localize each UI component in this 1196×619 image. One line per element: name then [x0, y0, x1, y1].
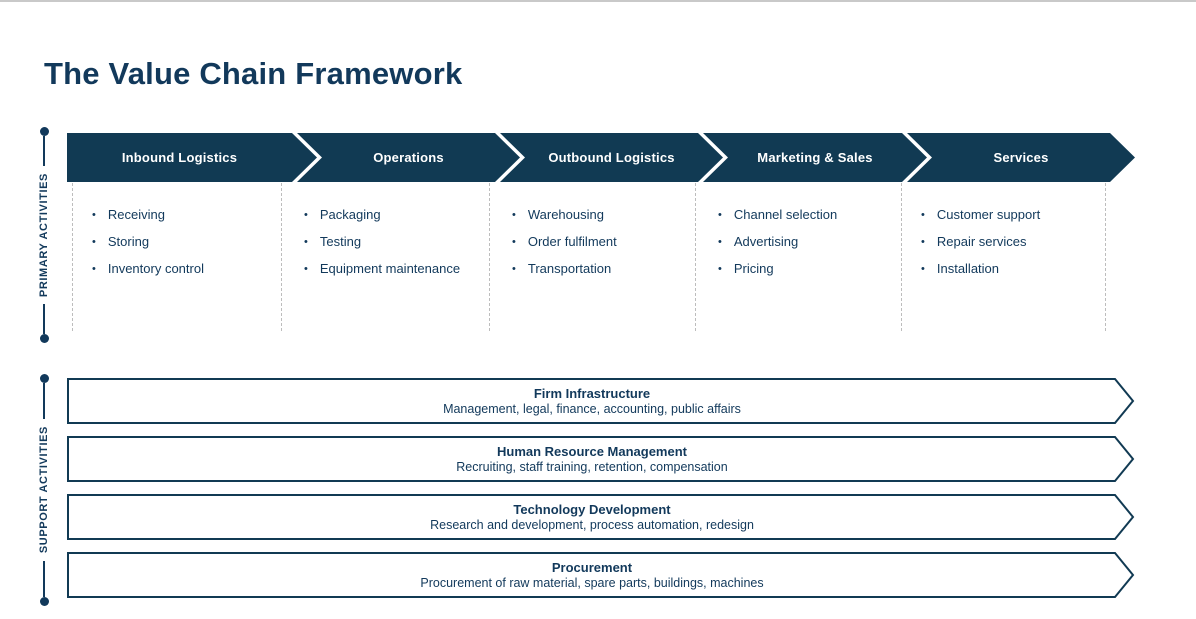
- list-item: Order fulfilment: [512, 234, 692, 261]
- bullet-icon: [92, 236, 96, 248]
- bullet-icon: [921, 209, 925, 221]
- list-item: Equipment maintenance: [304, 261, 489, 288]
- banner-title: Procurement: [551, 559, 633, 575]
- rail-dot-top: [39, 374, 49, 383]
- services-items: Customer support Repair services Install…: [921, 207, 1101, 288]
- list-item: Inventory control: [92, 261, 277, 288]
- window-top-edge: [0, 0, 1196, 2]
- banner-procurement: Procurement Procurement of raw material,…: [67, 552, 1135, 598]
- support-activities-rail-label: SUPPORT ACTIVITIES: [38, 426, 50, 554]
- chevron-services: Services: [907, 133, 1135, 182]
- column-divider: [901, 183, 902, 331]
- outbound-logistics-items: Warehousing Order fulfilment Transportat…: [512, 207, 692, 288]
- list-item: Receiving: [92, 207, 277, 234]
- rail-line: [43, 304, 45, 335]
- banner-technology-development: Technology Development Research and deve…: [67, 494, 1135, 540]
- column-divider: [1105, 183, 1106, 331]
- list-item: Warehousing: [512, 207, 692, 234]
- rail-dot-bottom: [39, 334, 49, 344]
- rail-dot-top: [39, 127, 49, 136]
- bullet-icon: [512, 236, 516, 248]
- banner-title: Firm Infrastructure: [533, 385, 651, 401]
- chevron-inbound-logistics: Inbound Logistics: [67, 133, 317, 182]
- bullet-icon: [92, 263, 96, 275]
- page-title: The Value Chain Framework: [44, 56, 463, 91]
- banner-arrow-shape: [67, 436, 1135, 482]
- column-divider: [72, 183, 73, 331]
- rail-line: [43, 560, 45, 598]
- list-item: Packaging: [304, 207, 489, 234]
- banner-firm-infrastructure: Firm Infrastructure Management, legal, f…: [67, 378, 1135, 424]
- list-item: Repair services: [921, 234, 1101, 261]
- chevron-marketing-sales: Marketing & Sales: [703, 133, 927, 182]
- bullet-icon: [718, 209, 722, 221]
- banner-title: Human Resource Management: [497, 443, 687, 459]
- bullet-icon: [304, 236, 308, 248]
- bullet-icon: [512, 209, 516, 221]
- support-activities-rail: SUPPORT ACTIVITIES: [36, 374, 52, 607]
- primary-activities-rail: PRIMARY ACTIVITIES: [36, 127, 52, 344]
- rail-line: [43, 136, 45, 166]
- list-item: Customer support: [921, 207, 1101, 234]
- chevron-operations: Operations: [297, 133, 520, 182]
- operations-items: Packaging Testing Equipment maintenance: [304, 207, 489, 288]
- banner-description: Recruiting, staff training, retention, c…: [456, 459, 728, 474]
- banner-description: Research and development, process automa…: [430, 517, 754, 532]
- banner-human-resource-management: Human Resource Management Recruiting, st…: [67, 436, 1135, 482]
- list-item: Advertising: [718, 234, 898, 261]
- banner-arrow-shape: [67, 552, 1135, 598]
- list-item: Testing: [304, 234, 489, 261]
- rail-dot-bottom: [39, 597, 49, 607]
- list-item: Transportation: [512, 261, 692, 288]
- column-divider: [281, 183, 282, 331]
- marketing-sales-items: Channel selection Advertising Pricing: [718, 207, 898, 288]
- list-item: Installation: [921, 261, 1101, 288]
- bullet-icon: [304, 263, 308, 275]
- banner-title: Technology Development: [513, 501, 671, 517]
- bullet-icon: [92, 209, 96, 221]
- rail-line: [43, 383, 45, 420]
- bullet-icon: [512, 263, 516, 275]
- bullet-icon: [921, 236, 925, 248]
- bullet-icon: [718, 236, 722, 248]
- bullet-icon: [304, 209, 308, 221]
- list-item: Pricing: [718, 261, 898, 288]
- list-item: Storing: [92, 234, 277, 261]
- column-divider: [695, 183, 696, 331]
- banner-description: Procurement of raw material, spare parts…: [420, 575, 764, 590]
- primary-activities-rail-label: PRIMARY ACTIVITIES: [38, 172, 50, 298]
- banner-arrow-shape: [67, 378, 1135, 424]
- list-item: Channel selection: [718, 207, 898, 234]
- bullet-icon: [718, 263, 722, 275]
- inbound-logistics-items: Receiving Storing Inventory control: [92, 207, 277, 288]
- banner-description: Management, legal, finance, accounting, …: [443, 401, 741, 416]
- chevron-outbound-logistics: Outbound Logistics: [500, 133, 723, 182]
- banner-arrow-shape: [67, 494, 1135, 540]
- bullet-icon: [921, 263, 925, 275]
- column-divider: [489, 183, 490, 331]
